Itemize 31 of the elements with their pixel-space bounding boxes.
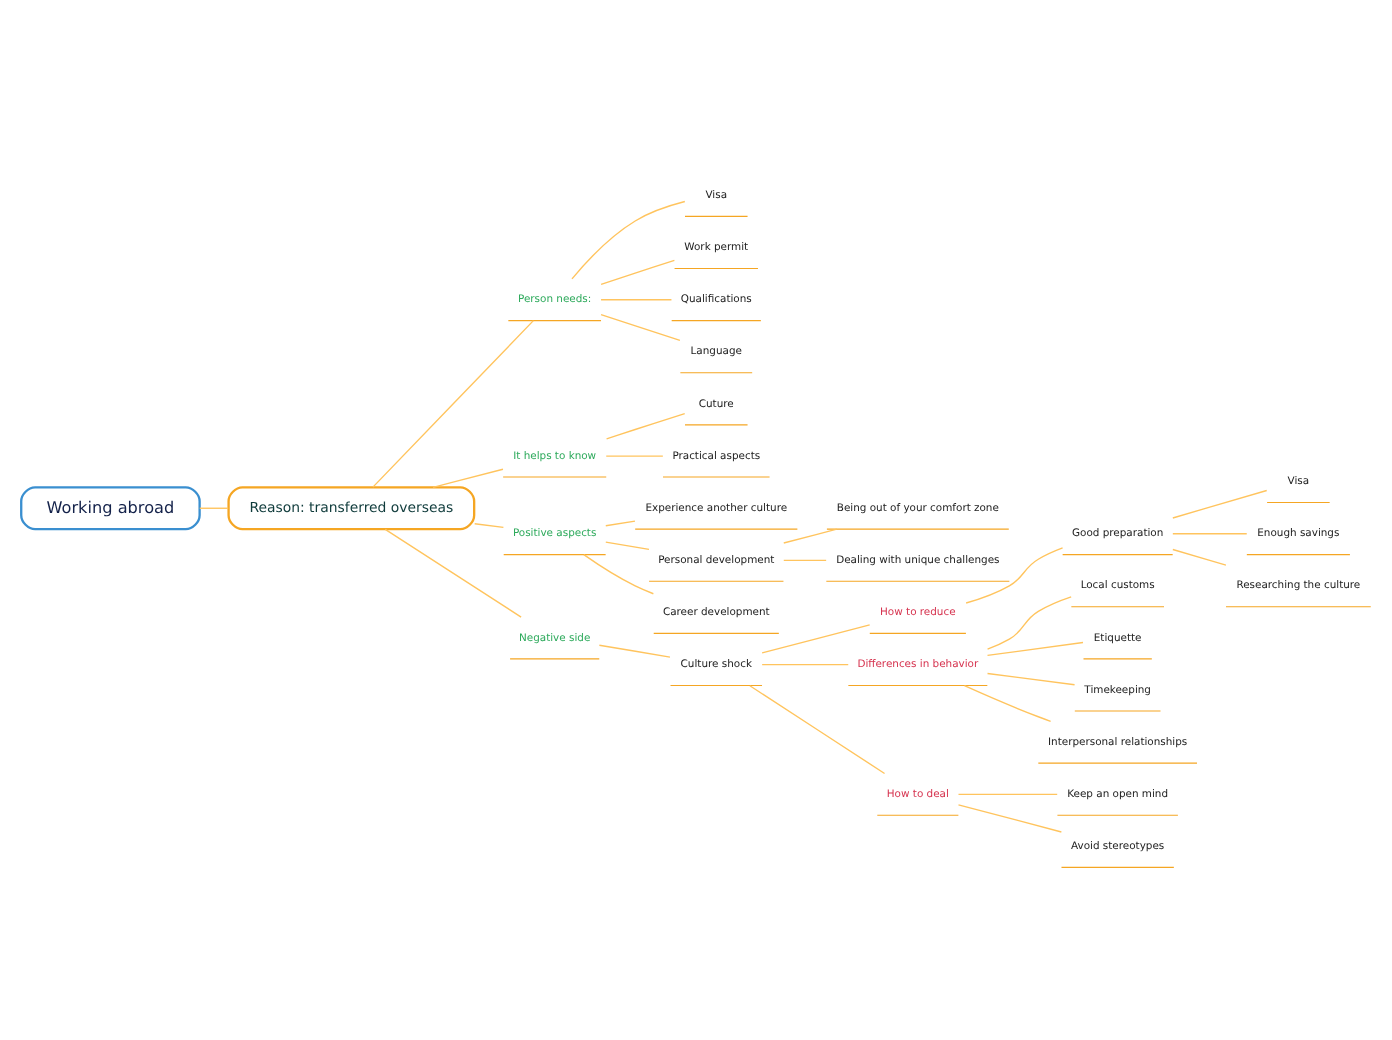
- connector: [384, 527, 522, 617]
- connector: [1172, 547, 1227, 565]
- connector: [199, 506, 229, 508]
- connector: [957, 803, 1063, 832]
- connector: [957, 792, 1058, 795]
- connector: [749, 684, 886, 774]
- connector: [600, 312, 681, 341]
- connector: [372, 318, 535, 487]
- connector: [761, 623, 871, 653]
- connector: [600, 258, 676, 285]
- connector: [473, 522, 505, 528]
- connector: [583, 553, 655, 594]
- connector: [1172, 532, 1248, 534]
- connector: [965, 546, 1064, 603]
- connector: [761, 662, 849, 665]
- connector: [600, 298, 673, 300]
- connector: [598, 643, 671, 657]
- node-box: Working abroad: [20, 485, 201, 530]
- connector: [986, 640, 1084, 656]
- connector: [571, 199, 686, 279]
- connector: [605, 411, 686, 439]
- connector: [605, 454, 664, 456]
- connector: [963, 684, 1052, 721]
- connector: [605, 540, 650, 549]
- connector: [986, 671, 1076, 685]
- connector: [1172, 488, 1268, 518]
- connector: [432, 467, 504, 488]
- connector: [605, 519, 636, 526]
- connector: [986, 595, 1072, 649]
- connector: [783, 527, 838, 543]
- connector: [783, 558, 827, 561]
